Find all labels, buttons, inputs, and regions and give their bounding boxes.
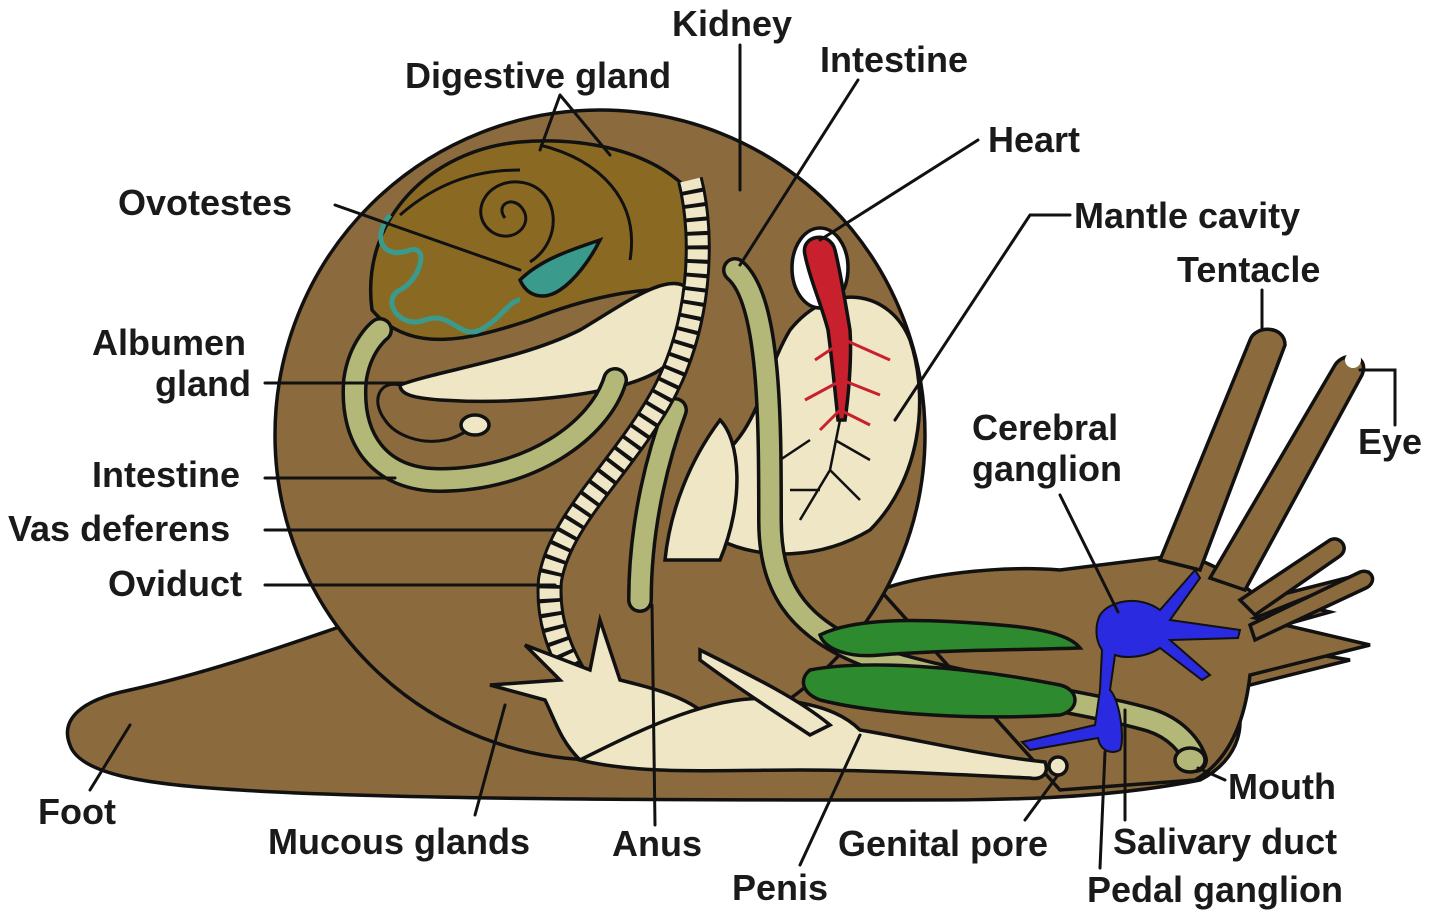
- label-mouth: Mouth: [1228, 766, 1336, 807]
- mantle-vessels: [779, 419, 871, 521]
- ovotestes-duct: [378, 213, 521, 335]
- cerebral-ganglion-shape: [1020, 568, 1242, 753]
- label-tentacle: Tentacle: [1177, 249, 1320, 290]
- leader-lines: [88, 43, 1397, 870]
- lower-tentacle-2-shape: [1247, 569, 1375, 643]
- genital-pore-dot: [1047, 755, 1069, 777]
- label-eye: Eye: [1358, 421, 1422, 462]
- eye-dot: [1345, 352, 1361, 368]
- shell-suture: [399, 143, 633, 261]
- label-anus: Anus: [612, 823, 702, 864]
- penis-upper: [698, 647, 834, 738]
- label-mucous-glands: Mucous glands: [268, 821, 530, 862]
- label-albumen-gland-1: Albumen: [92, 322, 246, 363]
- tentacle-shape: [1157, 327, 1287, 573]
- albumen-duct: [376, 382, 481, 443]
- label-intestine-top: Intestine: [820, 39, 968, 80]
- mantle-cavity-lower: [663, 417, 739, 562]
- label-vas-deferens: Vas deferens: [8, 508, 230, 549]
- label-foot: Foot: [38, 791, 116, 832]
- label-ovotestes: Ovotestes: [118, 182, 292, 223]
- label-salivary-duct: Salivary duct: [1113, 821, 1337, 862]
- ovotestes-shape: [517, 237, 604, 298]
- label-digestive-gland: Digestive gland: [405, 55, 671, 96]
- oviduct-tube-fill: [539, 177, 708, 728]
- rectum-fill: [630, 400, 685, 610]
- salivary-gland-upper: [817, 618, 1084, 658]
- label-intestine-left: Intestine: [92, 454, 240, 495]
- intestine-loop-fill: [344, 320, 625, 490]
- shell-spiral: [479, 180, 555, 264]
- label-genital-pore: Genital pore: [838, 823, 1048, 864]
- label-mantle-cavity: Mantle cavity: [1074, 195, 1300, 236]
- albumen-bulb: [459, 413, 491, 437]
- lower-tentacle-shape: [1237, 537, 1346, 618]
- label-oviduct: Oviduct: [108, 563, 242, 604]
- label-pedal-ganglion: Pedal ganglion: [1087, 869, 1343, 910]
- label-kidney: Kidney: [672, 3, 792, 44]
- label-penis: Penis: [732, 867, 828, 908]
- heart-vessels: [804, 338, 891, 432]
- salivary-gland-lower: [801, 663, 1077, 719]
- label-albumen-gland-2: gland: [155, 363, 251, 404]
- label-cerebral-ganglion-2: ganglion: [972, 448, 1122, 489]
- mouth-shape: [1173, 746, 1207, 774]
- label-heart: Heart: [988, 119, 1080, 160]
- label-cerebral-ganglion-1: Cerebral: [972, 407, 1118, 448]
